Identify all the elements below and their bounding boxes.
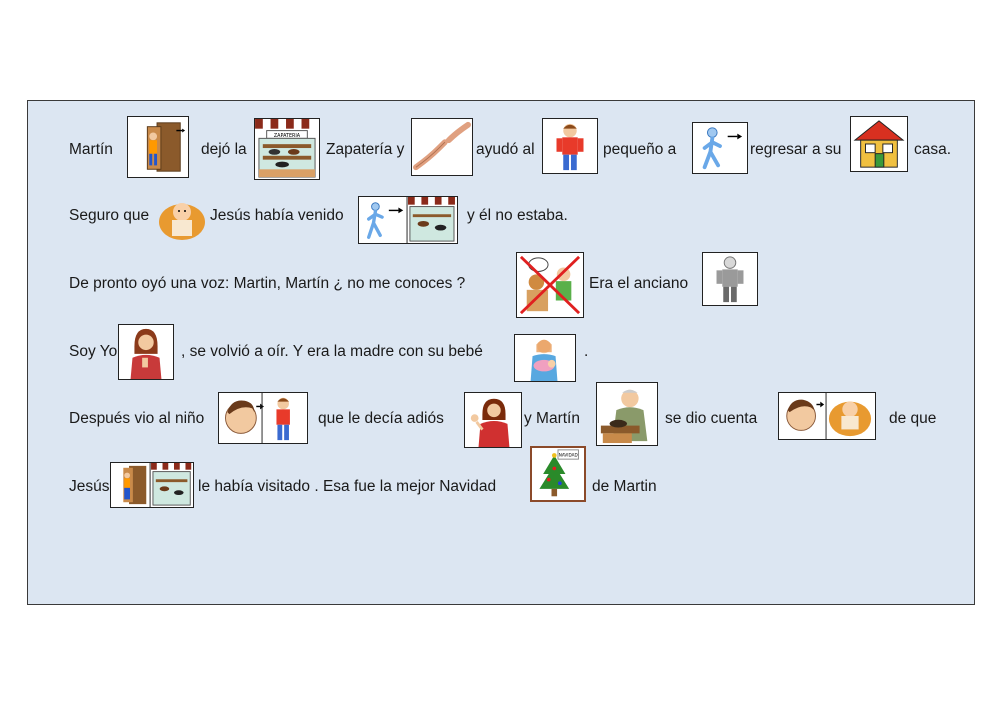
story-panel	[27, 100, 975, 605]
text-dejo-la: dejó la	[201, 141, 247, 158]
door-shop-icon	[110, 462, 194, 508]
text-se-dio-cuenta: se dio cuenta	[665, 410, 758, 427]
text-soy-yo: Soy Yo	[69, 343, 118, 360]
text-de-martin: de Martin	[592, 478, 657, 495]
text-y-martin: y Martín	[524, 410, 580, 427]
text-seguro-que: Seguro que	[69, 207, 150, 224]
boy-face-icon	[218, 392, 308, 444]
text-casa: casa.	[914, 141, 952, 158]
old-man-icon	[702, 252, 758, 306]
text-pequeno-a: pequeño a	[603, 141, 677, 158]
walk-icon	[692, 122, 748, 174]
text-despues: Después vio al niño	[69, 410, 205, 427]
no-recognize-icon	[516, 252, 584, 318]
text-de-pronto: De pronto oyó una voz: Martin, Martín ¿ …	[69, 275, 466, 292]
boy-icon	[542, 118, 598, 174]
door-icon	[127, 116, 189, 178]
shoemaker-icon	[596, 382, 658, 446]
text-martin: Martín	[69, 141, 113, 158]
text-de-que: de que	[889, 410, 937, 427]
text-regresar-a-su: regresar a su	[750, 141, 842, 158]
christmas-tree-icon: NAVIDAD	[530, 446, 586, 502]
text-ayudo-al: ayudó al	[476, 141, 535, 158]
shoe-shop-icon: ZAPATERIA	[254, 118, 320, 180]
mother-baby-icon	[514, 334, 576, 382]
text-jesus: Jesús	[69, 478, 110, 495]
house-icon	[850, 116, 908, 172]
svg-text:ZAPATERIA: ZAPATERIA	[274, 133, 301, 139]
text-se-volvio: , se volvió a oír. Y era la madre con su…	[181, 343, 483, 360]
text-zapateria-y: Zapatería y	[326, 141, 405, 158]
text-jesus-habia-venido: Jesús había venido	[210, 207, 344, 224]
text-que-le-decia-adios: que le decía adiós	[318, 410, 444, 427]
text-le-habia-visitado: le había visitado . Esa fue la mejor Nav…	[198, 478, 497, 495]
baby-icon	[157, 196, 207, 242]
svg-text:NAVIDAD: NAVIDAD	[559, 452, 578, 457]
walk-to-shop-icon	[358, 196, 458, 244]
realize-baby-icon	[778, 392, 876, 440]
text-era-el-anciano: Era el anciano	[589, 275, 689, 292]
helping-hands-icon	[411, 118, 473, 176]
text-y-el-no-estaba: y él no estaba.	[467, 207, 568, 224]
text-period: .	[584, 343, 589, 360]
woman-me-icon	[118, 324, 174, 380]
woman-waving-icon	[464, 392, 522, 448]
